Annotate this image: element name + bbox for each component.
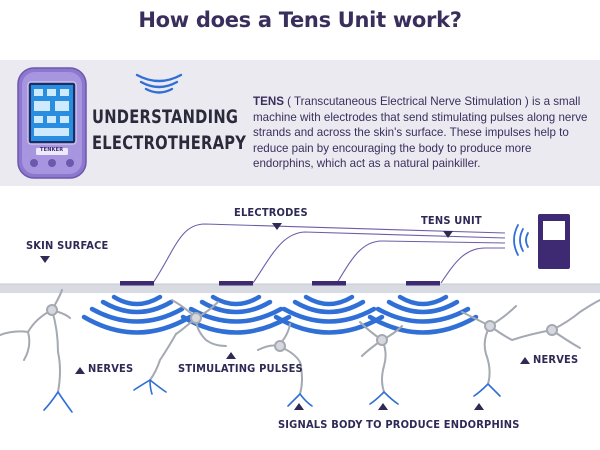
- signal-waves-icon: [135, 73, 183, 94]
- intro-band: [0, 60, 600, 186]
- nerves-left-pointer-icon: [75, 367, 85, 374]
- skin-surface-band: [0, 284, 600, 293]
- electrode-pad: [312, 281, 346, 286]
- description-body: ( Transcutaneous Electrical Nerve Stimul…: [253, 95, 588, 170]
- section-heading: UNDERSTANDING ELECTROTHERAPY: [92, 104, 246, 156]
- stimulating-pulses-label: STIMULATING PULSES: [178, 362, 303, 375]
- pulse-group: [273, 294, 385, 335]
- nerve-cell-left: [0, 289, 73, 413]
- nerve-cell-right: [461, 299, 600, 397]
- electrode-pad: [120, 281, 154, 286]
- nerve-cell-center-right: [359, 321, 403, 405]
- heading-line-1: UNDERSTANDING: [92, 106, 239, 128]
- heading-line-2: ELECTROTHERAPY: [92, 132, 247, 154]
- description-paragraph: TENS ( Transcutaneous Electrical Nerve S…: [253, 94, 591, 172]
- electrodes-pointer-icon: [272, 223, 282, 230]
- stimulating-pulses: [81, 294, 479, 335]
- signals-label: SIGNALS BODY TO PRODUCE ENDORPHINS: [278, 418, 520, 431]
- electrodes: [120, 281, 440, 286]
- nerves-left-label: NERVES: [88, 362, 134, 375]
- pulse-group: [367, 294, 479, 335]
- tens-unit-signal-icon: [513, 224, 529, 256]
- tens-unit-pointer-icon: [443, 231, 453, 238]
- nerve-cell-center-left: [133, 299, 227, 395]
- tens-unit-label: TENS UNIT: [421, 214, 482, 227]
- skin-surface-label: SKIN SURFACE: [26, 239, 109, 252]
- pulses-pointer-icon: [226, 352, 236, 359]
- tens-device-image: [17, 67, 87, 179]
- signals-pointer-icon: [474, 403, 484, 410]
- nerves-right-pointer-icon: [520, 357, 530, 364]
- skin-surface-pointer-icon: [40, 256, 50, 263]
- page-title: How does a Tens Unit work?: [138, 8, 462, 32]
- nerve-cells: [0, 289, 600, 413]
- signals-pointer-icon: [378, 403, 388, 410]
- nerves-right-label: NERVES: [533, 353, 579, 366]
- electrode-pad: [406, 281, 440, 286]
- pulse-group: [81, 294, 193, 335]
- electrode-pad: [219, 281, 253, 286]
- signals-pointer-icon: [294, 403, 304, 410]
- electrodes-label: ELECTRODES: [234, 206, 308, 219]
- device-brand-text: TENKER: [40, 147, 64, 153]
- electrode-wires: [152, 223, 506, 284]
- tens-term: TENS: [253, 95, 284, 108]
- nerve-cell-center: [257, 323, 313, 407]
- pointer-markers: [40, 223, 530, 410]
- tens-unit-icon: [538, 214, 570, 269]
